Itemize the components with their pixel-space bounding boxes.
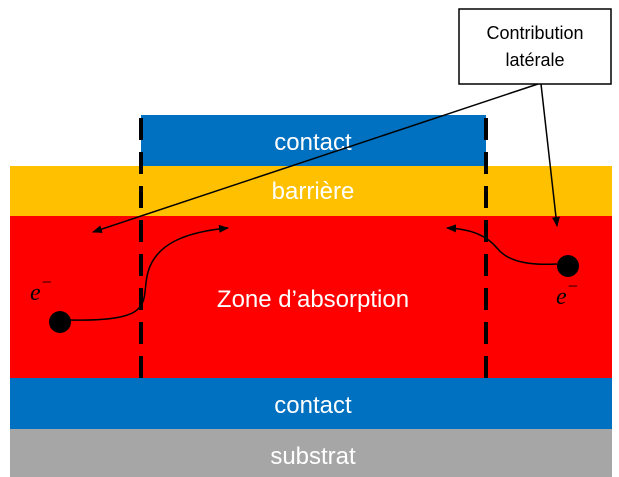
bottom-contact-label: contact	[274, 392, 352, 419]
barrier-layer	[10, 166, 612, 216]
left-electron-path-arrow	[69, 224, 229, 321]
barrier-label: barrière	[272, 178, 355, 205]
top-contact-layer	[141, 115, 486, 166]
right-electron-path-arrow	[446, 224, 558, 266]
callout-arrow-left	[92, 83, 539, 233]
callout-arrow-right	[540, 83, 560, 227]
callout-line-2: latérale	[505, 50, 564, 70]
substrate-layer	[10, 429, 612, 477]
absorption-zone-layer	[10, 216, 612, 378]
top-contact-label: contact	[274, 129, 352, 156]
left-electron-label: e−	[30, 272, 53, 306]
callout-box	[458, 8, 612, 85]
callout-line-1: Contribution	[486, 23, 583, 43]
left-electron-dot	[49, 311, 71, 333]
absorption-zone-label: Zone d’absorption	[217, 286, 409, 313]
right-electron-dot	[557, 255, 579, 277]
substrate-label: substrat	[270, 443, 356, 470]
right-electron-label: e−	[556, 276, 579, 310]
bottom-contact-layer	[10, 378, 612, 429]
